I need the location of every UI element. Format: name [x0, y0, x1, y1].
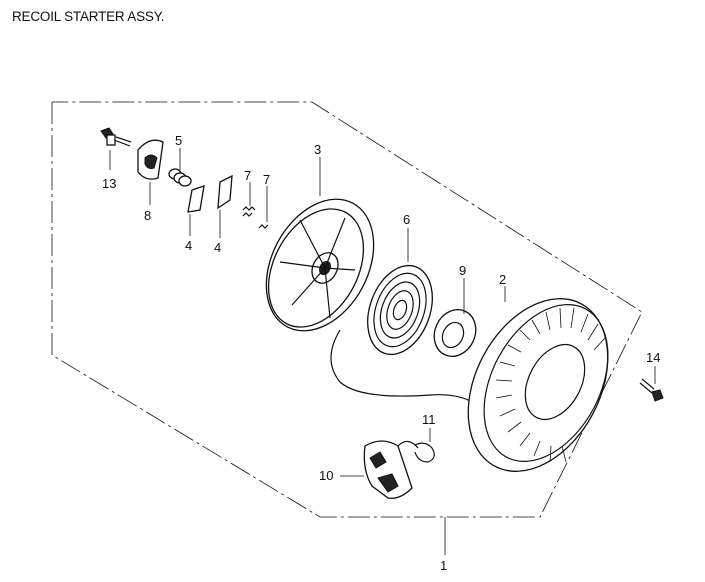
diagram-title: RECOIL STARTER ASSY. — [12, 9, 165, 24]
spring-7a — [242, 182, 256, 217]
ratchet-4a — [187, 185, 205, 236]
bolt-13 — [100, 127, 132, 170]
label-part-5: 5 — [175, 133, 182, 148]
rope-knot-11 — [414, 428, 435, 463]
ratchet-4b — [217, 174, 233, 238]
washer-9 — [433, 278, 477, 357]
label-part-2: 2 — [499, 272, 506, 287]
starter-rope — [330, 329, 491, 421]
label-part-7b: 7 — [263, 172, 270, 187]
ratchet-guide-8 — [137, 139, 164, 205]
label-part-10: 10 — [319, 468, 333, 483]
label-part-4b: 4 — [214, 240, 221, 255]
spring-7b — [258, 186, 269, 229]
starter-grip-10 — [340, 440, 419, 499]
assembly-outline — [51, 101, 643, 518]
recoil-spring-6 — [367, 228, 433, 356]
label-part-3: 3 — [314, 142, 321, 157]
label-part-13: 13 — [102, 176, 116, 191]
label-part-6: 6 — [403, 212, 410, 227]
spring-5 — [168, 148, 192, 187]
label-part-4a: 4 — [185, 238, 192, 253]
label-part-9: 9 — [459, 263, 466, 278]
label-part-1: 1 — [440, 558, 447, 573]
label-part-7a: 7 — [244, 168, 251, 183]
starter-case-2 — [467, 286, 609, 472]
label-part-8: 8 — [144, 208, 151, 223]
reel-pulley-3 — [265, 157, 375, 332]
flange-bolt-14 — [639, 366, 664, 402]
label-part-11: 11 — [422, 412, 436, 427]
label-part-14: 14 — [646, 350, 660, 365]
